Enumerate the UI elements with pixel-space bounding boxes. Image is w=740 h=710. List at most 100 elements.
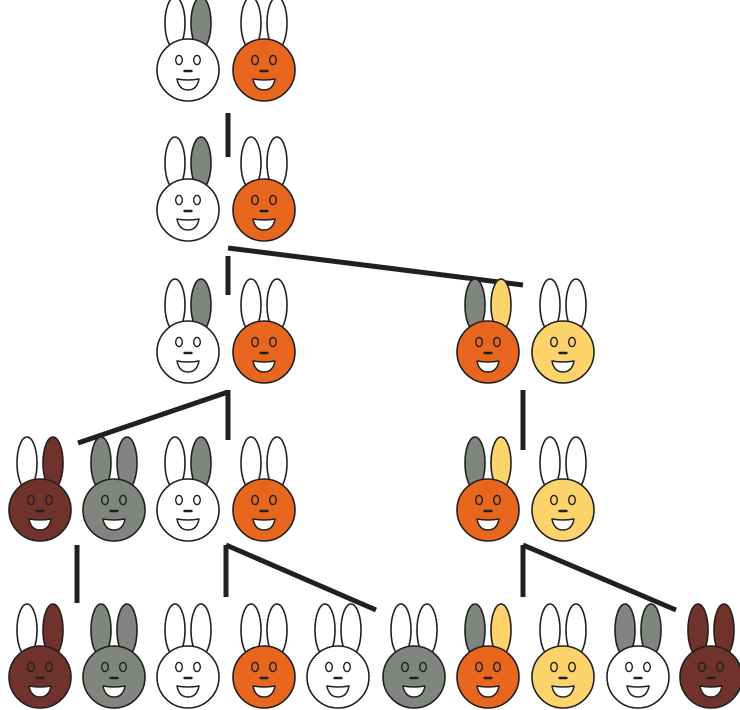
bunny [531,603,595,709]
bunny-mouth [252,518,276,531]
connector-line [227,245,524,288]
bunny [531,436,595,542]
bunny-eye [698,661,707,673]
bunny-eye [419,661,428,673]
bunny-mouth [699,685,723,698]
bunny [82,603,146,709]
bunny-pair [156,278,296,384]
bunny-eye [250,54,259,66]
bunny-eye [192,661,201,673]
bunny-eye [45,494,54,506]
bunny-pair [456,278,595,384]
connector-line [522,542,677,613]
bunny-eye [475,494,484,506]
bunny-pair [606,603,740,709]
bunny-pair [456,436,595,542]
bunny-eye [192,336,201,348]
bunny-eye [250,336,259,348]
bunny-pair [156,0,296,102]
bunny-eye [174,54,183,66]
bunny [8,436,72,542]
bunny-eye [269,661,278,673]
bunny-eye [493,661,502,673]
bunny-eye [118,494,127,506]
bunny-mouth [176,518,200,531]
bunny-eye [269,336,278,348]
bunny-pair [8,603,146,709]
bunny-eye [174,494,183,506]
bunny-mouth [551,685,575,698]
bunny [232,436,296,542]
bunny-eye [493,494,502,506]
bunny-eye [100,661,109,673]
connector-lines [74,113,677,613]
bunny [232,603,296,709]
bunny-eye [118,661,127,673]
bunny-mouth [326,685,350,698]
generation-row [156,0,296,102]
bunny-mouth [102,685,126,698]
bunny [606,603,670,709]
connector-line [225,542,377,613]
bunny-mouth [28,685,52,698]
bunny-pair [8,436,146,542]
bunny-eye [250,194,259,206]
bunny-pair [156,603,296,709]
bunny-pair [306,603,446,709]
bunny-eye [192,194,201,206]
generation-row [8,603,740,709]
bunny-eye [174,194,183,206]
bunny-mouth [252,78,276,91]
bunny-eye [716,661,725,673]
bunny-eye [550,661,559,673]
bunny [156,0,220,102]
bunny-eye [192,494,201,506]
bunny [156,278,220,384]
bunny-mouth [252,360,276,373]
bunny [82,436,146,542]
bunny-mouth [176,78,200,91]
bunny-eye [568,661,577,673]
bunny-mouth [551,518,575,531]
generation-row [156,136,296,242]
bunny-eye [174,661,183,673]
bunny-eye [343,661,352,673]
bunny-eye [550,336,559,348]
bunny [306,603,370,709]
bunny-eye [269,54,278,66]
bunny-eye [625,661,634,673]
bunny [531,278,595,384]
bunny-eye [325,661,334,673]
bunny [456,603,520,709]
bunny-pair [156,136,296,242]
bunny-pair [456,603,595,709]
bunny-eye [192,54,201,66]
bunny [232,136,296,242]
bunny-mouth [551,360,575,373]
bunny-eye [475,336,484,348]
bunny-eye [475,661,484,673]
bunny-mouth [476,360,500,373]
bunny-eye [269,194,278,206]
bunny-eye [250,661,259,673]
bunny-eye [493,336,502,348]
bunny-mouth [476,685,500,698]
bunny-pair [156,436,296,542]
bunny-mouth [402,685,426,698]
bunny [8,603,72,709]
bunny-eye [100,494,109,506]
bunny [456,436,520,542]
connector-line [77,389,229,446]
bunny [679,603,740,709]
bunny-eye [550,494,559,506]
bunny-eye [401,661,410,673]
bunny-eye [174,336,183,348]
bunny [232,278,296,384]
bunny-mouth [476,518,500,531]
bunny-mouth [102,518,126,531]
bunny [156,136,220,242]
bunny-mouth [252,685,276,698]
bunny [156,603,220,709]
bunny-mouth [176,360,200,373]
